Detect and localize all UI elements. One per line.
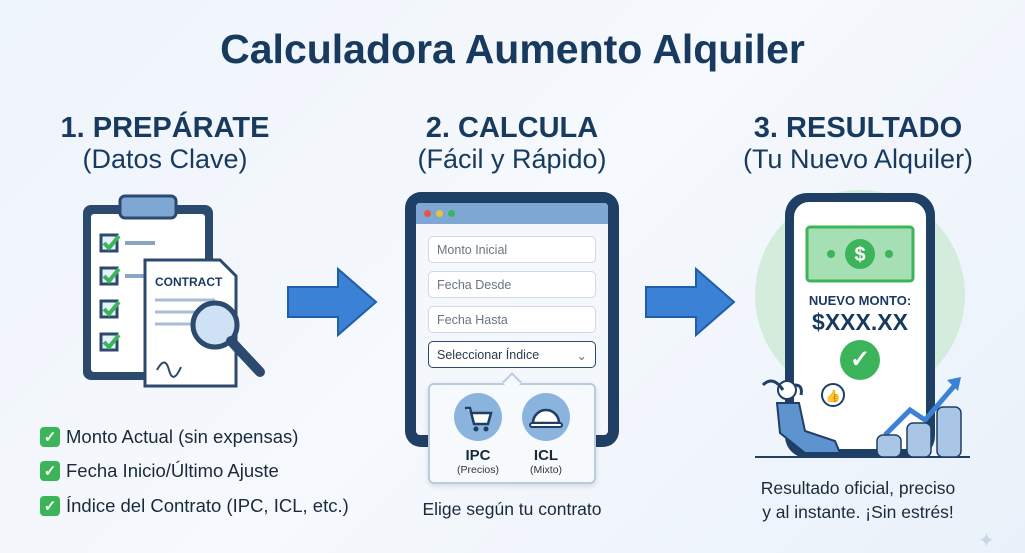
fecha-hasta-input[interactable]: Fecha Hasta xyxy=(428,306,596,333)
checklist-text: Fecha Inicio/Último Ajuste xyxy=(66,460,279,481)
sparkle-icon: ✦ xyxy=(978,530,995,552)
checklist-item: ✓ Monto Actual (sin expensas) xyxy=(40,426,298,448)
step3-title: 3. RESULTADO xyxy=(753,112,963,144)
check-icon: ✓ xyxy=(40,461,60,481)
step1-heading: 1. PREPÁRATE(Datos Clave) xyxy=(15,113,315,175)
result-value: $XXX.XX xyxy=(812,309,908,335)
step2-title: 2. CALCULA xyxy=(425,112,599,144)
clipboard-contract-illustration: CONTRACT xyxy=(83,194,265,388)
caption-line: Resultado oficial, preciso xyxy=(760,478,956,498)
option-label: ICL xyxy=(533,447,559,464)
window-titlebar xyxy=(416,203,608,224)
shopping-cart-icon xyxy=(454,393,502,441)
option-label: IPC xyxy=(465,447,491,464)
step3-heading: 3. RESULTADO(Tu Nuevo Alquiler) xyxy=(708,113,1008,175)
page-title: Calculadora Aumento Alquiler xyxy=(220,26,805,72)
close-dot-icon xyxy=(424,210,431,217)
select-value: Seleccionar Índice xyxy=(437,348,540,362)
hard-hat-icon xyxy=(522,393,570,441)
caption-line: y al instante. ¡Sin estrés! xyxy=(762,502,954,522)
option-icl[interactable]: ICL (Mixto) xyxy=(518,392,574,476)
step2-subtitle: (Fácil y Rápido) xyxy=(417,144,607,174)
arrow-right-icon xyxy=(645,266,736,338)
option-sub: (Precios) xyxy=(456,464,499,476)
option-ipc[interactable]: IPC (Precios) xyxy=(450,392,506,476)
step3-caption: Resultado oficial, preciso y al instante.… xyxy=(708,476,1008,524)
checklist-item: ✓ Fecha Inicio/Último Ajuste xyxy=(40,460,279,482)
option-sub: (Mixto) xyxy=(529,464,563,476)
indice-select[interactable]: Seleccionar Índice ⌄ xyxy=(428,341,596,368)
maximize-dot-icon xyxy=(448,210,455,217)
step1-title: 1. PREPÁRATE xyxy=(60,112,270,144)
minimize-dot-icon xyxy=(436,210,443,217)
result-label: NUEVO MONTO: xyxy=(808,293,912,308)
checklist-item: ✓ Índice del Contrato (IPC, ICL, etc.) xyxy=(40,495,349,517)
svg-text:$: $ xyxy=(854,244,865,266)
check-icon: ✓ xyxy=(40,427,60,447)
money-bill-icon: $ xyxy=(805,225,915,283)
step2-heading: 2. CALCULA(Fácil y Rápido) xyxy=(362,113,662,175)
relaxed-person-growth-illustration: 👍 xyxy=(755,377,970,458)
fecha-desde-input[interactable]: Fecha Desde xyxy=(428,271,596,298)
success-check-icon: ✓ xyxy=(840,340,880,380)
step2-caption: Elige según tu contrato xyxy=(422,499,602,519)
check-icon: ✓ xyxy=(40,496,60,516)
index-dropdown-popup xyxy=(428,383,596,484)
arrow-right-icon xyxy=(287,266,378,338)
checklist-text: Monto Actual (sin expensas) xyxy=(66,426,299,447)
contract-label: CONTRACT xyxy=(155,275,223,289)
step1-subtitle: (Datos Clave) xyxy=(82,144,248,174)
svg-text:👍: 👍 xyxy=(826,389,841,403)
monto-inicial-input[interactable]: Monto Inicial xyxy=(428,236,596,263)
checklist-text: Índice del Contrato (IPC, ICL, etc.) xyxy=(66,495,349,516)
step3-subtitle: (Tu Nuevo Alquiler) xyxy=(742,144,974,174)
chevron-down-icon: ⌄ xyxy=(576,349,587,363)
